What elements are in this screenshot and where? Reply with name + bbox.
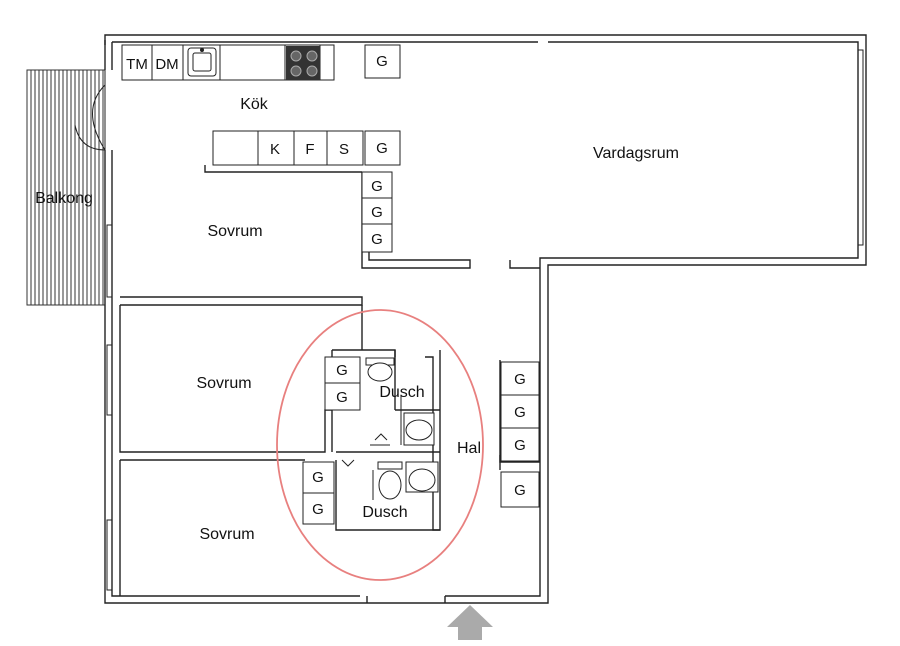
stove-icon [286,46,320,80]
room-label-living: Vardagsrum [593,145,679,162]
wardrobe-label: G [336,389,348,406]
washbasin-icon-lower [405,461,439,493]
room-label-hall: Hal [457,440,481,457]
toilet-icon [365,357,395,382]
wardrobe-label: G [371,204,383,221]
wardrobe-label: G [371,178,383,195]
room-label-shower-bot: Dusch [362,504,407,521]
appliance-label-s: S [339,141,349,158]
wardrobe-label: G [312,501,324,518]
appliance-label-k: K [270,141,280,158]
toilet-icon-lower [377,461,403,500]
wardrobe-label: G [336,362,348,379]
appliance-label-dm: DM [155,56,178,73]
appliance-label-tm: TM [126,56,148,73]
wardrobe-label: G [514,404,526,421]
wardrobe-label: G [312,469,324,486]
wardrobes [302,44,540,525]
windows [106,49,864,591]
room-label-balcony: Balkong [35,190,93,207]
room-label-shower-top: Dusch [379,384,424,401]
wardrobe-label: G [514,371,526,388]
kitchen-counter-lower [212,130,364,166]
bathroom-highlight [276,309,484,581]
balcony-deck [26,69,106,306]
wardrobe-labels: G G G G G G G G G G G G G [312,53,526,518]
room-label-bedroom-mid: Sovrum [196,375,251,392]
appliance-label-f: F [305,141,314,158]
washbasin-icon [403,412,435,446]
wardrobe-label: G [371,231,383,248]
sink-icon [187,47,217,77]
room-label-kitchen: Kök [240,96,269,113]
wardrobe-label: G [514,437,526,454]
wardrobe-label: G [514,482,526,499]
entrance-arrow-icon [447,605,493,640]
wardrobe-label: G [376,53,388,70]
wardrobe-label: G [376,140,388,157]
outer-walls [104,34,867,604]
room-label-bedroom-bot: Sovrum [199,526,254,543]
room-label-bedroom-top: Sovrum [207,223,262,240]
shower-fixture-icon [341,395,402,500]
balcony-door [74,70,106,151]
